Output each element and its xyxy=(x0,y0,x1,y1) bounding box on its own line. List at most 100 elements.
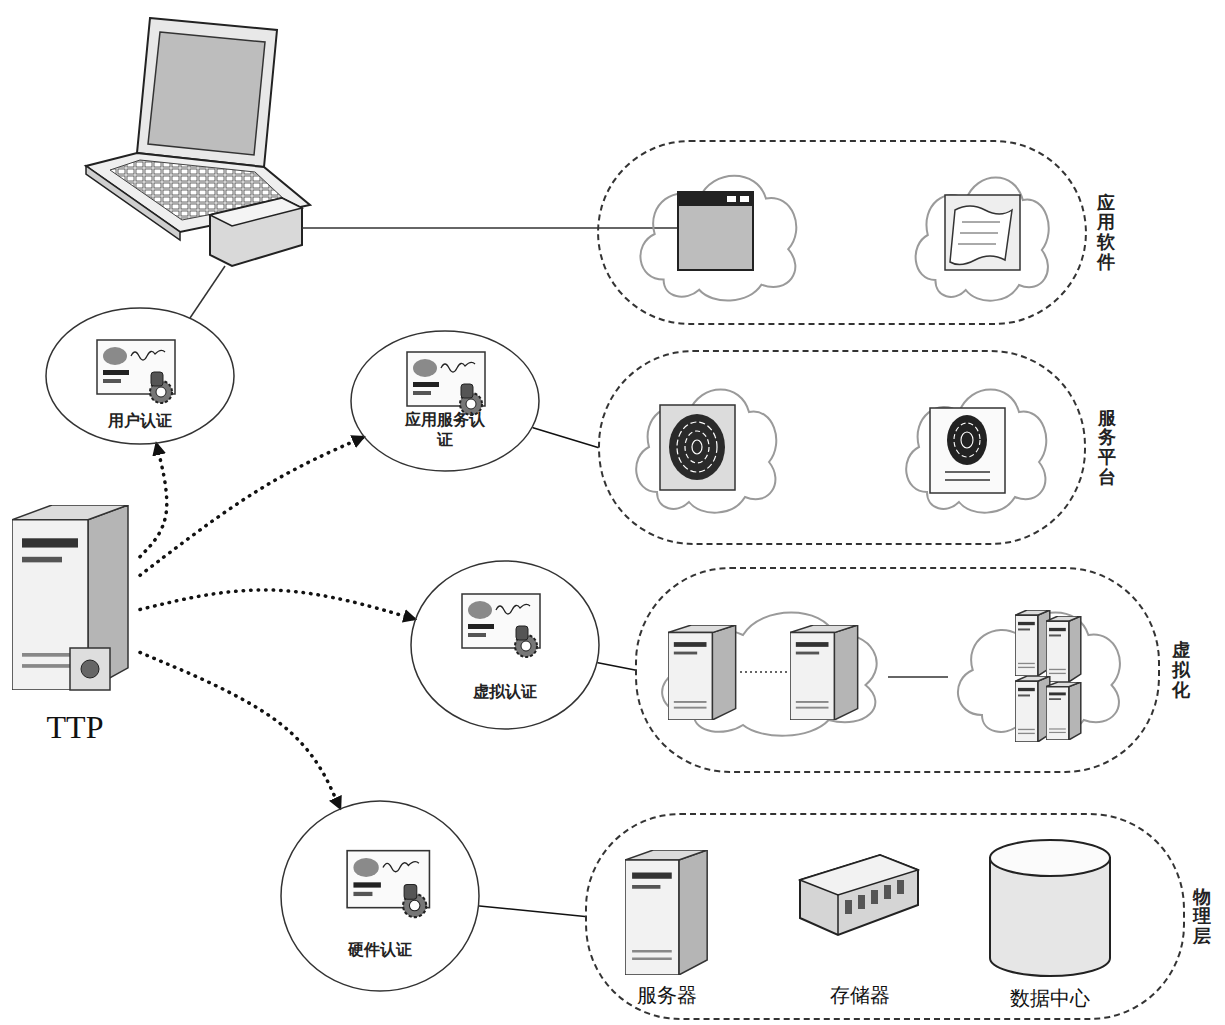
virtual-server xyxy=(1046,616,1081,682)
ttp-server xyxy=(12,505,128,690)
virtual-server xyxy=(740,671,788,673)
device-label: 数据中心 xyxy=(1010,985,1090,1012)
fingerprint-icon xyxy=(685,431,709,463)
certificate-icon xyxy=(97,340,540,917)
laptop xyxy=(210,198,302,226)
virtual-server xyxy=(1046,682,1081,740)
ellipse-outline xyxy=(281,801,479,991)
storage-slot xyxy=(871,890,878,904)
software-icon xyxy=(740,196,749,202)
layer-region: 虚拟化 xyxy=(635,567,1160,773)
storage-slot xyxy=(884,885,891,899)
dotted-arrow xyxy=(140,590,415,619)
connector-line xyxy=(598,663,635,670)
software-icon xyxy=(678,192,753,206)
auth-ellipse: 虚拟认证 xyxy=(410,560,600,730)
physical-device xyxy=(625,840,1110,976)
dotted-arrow xyxy=(140,437,363,575)
software-icon xyxy=(950,206,1012,265)
link-line xyxy=(190,228,680,318)
ellipse-outline xyxy=(350,330,540,472)
virtual-server xyxy=(1015,676,1050,742)
layer-label: 服务平台 xyxy=(1098,408,1116,487)
virtual-server xyxy=(790,625,858,720)
fingerprint-icon xyxy=(660,405,735,490)
software-icon xyxy=(727,196,736,202)
physical-device xyxy=(990,840,1110,876)
ttp-server xyxy=(70,648,110,690)
certificate-icon xyxy=(97,340,175,403)
fingerprint-icon xyxy=(660,405,1005,493)
fingerprint-icon xyxy=(945,479,990,481)
ttp-server: TTP xyxy=(10,505,140,745)
ellipse-outline xyxy=(410,560,600,730)
certificate-icon xyxy=(407,352,485,415)
link-line xyxy=(190,266,225,318)
virtual-server xyxy=(668,625,736,720)
laptop xyxy=(148,32,265,155)
fingerprint-icon xyxy=(947,415,987,465)
physical-device xyxy=(837,895,839,935)
software-icon xyxy=(962,222,1000,223)
cloud xyxy=(906,390,1046,513)
link-line xyxy=(302,227,680,229)
device-label: 存储器 xyxy=(830,982,890,1009)
laptop xyxy=(86,18,310,266)
fingerprint-icon xyxy=(677,422,717,472)
layer-region: 服务平台 xyxy=(598,350,1086,545)
storage-slot xyxy=(897,880,904,894)
auth-label: 应用服务认证 xyxy=(403,410,486,450)
laptop xyxy=(86,166,180,240)
fingerprint-icon xyxy=(961,432,973,448)
auth-ellipse: 硬件认证 xyxy=(280,800,480,992)
software-icon xyxy=(678,192,1020,270)
fingerprint-icon xyxy=(945,471,990,473)
fingerprint-icon xyxy=(954,423,980,457)
ttp-server xyxy=(81,660,99,678)
auth-ellipse: 应用服务认证 xyxy=(350,330,540,472)
device-label: 服务器 xyxy=(637,982,697,1009)
dotted-arrow xyxy=(140,444,167,557)
virtual-server xyxy=(668,610,1081,742)
ellipse-outline xyxy=(351,331,539,471)
layer-label: 虚拟化 xyxy=(1172,640,1190,699)
software-icon xyxy=(678,192,753,270)
auth-label: 虚拟认证 xyxy=(473,682,537,702)
cloud xyxy=(916,178,1049,301)
storage-slot xyxy=(845,900,852,914)
software-icon xyxy=(945,195,1020,270)
ellipse-outline xyxy=(46,308,234,444)
ellipse-outline xyxy=(280,800,480,992)
cloud xyxy=(662,613,877,736)
layer-region: 应用软件 xyxy=(597,140,1087,325)
cloud xyxy=(636,176,1120,736)
fingerprint-icon xyxy=(930,408,1005,493)
software-icon xyxy=(960,233,998,234)
fingerprint-icon xyxy=(692,440,702,454)
physical-device xyxy=(845,880,904,914)
dotted-arrow xyxy=(140,652,340,808)
server-label: TTP xyxy=(47,710,104,745)
auth-label: 用户认证 xyxy=(108,411,172,431)
laptop xyxy=(137,18,277,167)
physical-device xyxy=(625,850,707,975)
virtual-server xyxy=(1015,610,1050,676)
fingerprint-icon xyxy=(669,414,725,480)
connector-line xyxy=(479,906,585,917)
physical-device xyxy=(800,855,918,895)
auth-ellipse: 用户认证 xyxy=(45,307,235,445)
certificate-icon xyxy=(462,594,540,657)
certificate-icon xyxy=(347,851,429,918)
layer-label: 应用软件 xyxy=(1097,193,1115,272)
ttp-server xyxy=(12,505,128,690)
auth-label: 硬件认证 xyxy=(348,940,412,960)
layer-label: 物理层 xyxy=(1193,887,1211,946)
laptop xyxy=(210,198,302,266)
ellipse-outline xyxy=(411,561,599,729)
connector-line xyxy=(533,428,598,448)
cloud xyxy=(636,390,776,513)
storage-slot xyxy=(858,895,865,909)
software-icon xyxy=(958,244,996,245)
